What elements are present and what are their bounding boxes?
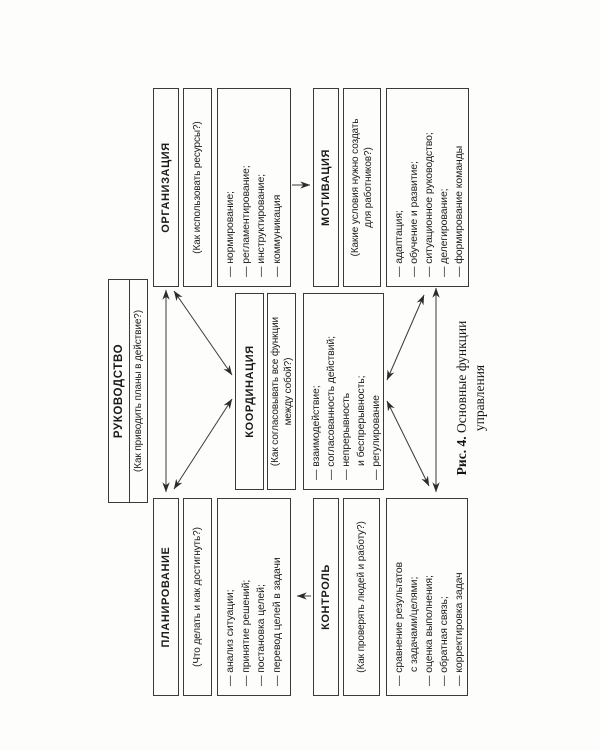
list-item: — адаптация; [393, 210, 405, 277]
arrow-motivation-coordination [386, 294, 425, 381]
list-item: — взаимодействие; [310, 385, 322, 480]
planning-question: (Что делать и как достигнуть?) [183, 498, 212, 696]
list-item: — регулирование [370, 395, 382, 480]
arrow-planning-coordination [173, 398, 233, 490]
list-item: — принятие решений; [239, 579, 252, 686]
list-item: — перевод целей в задачи [270, 557, 283, 686]
organization-items: — нормирование; — регламентирование; — и… [217, 88, 291, 287]
caption-text: Основные функции [454, 320, 469, 437]
list-item: — формирование команды [453, 145, 465, 277]
organization-question: (Как использовать ресурсы?) [183, 88, 212, 287]
list-item: — постановка целей; [255, 584, 267, 686]
coordination-title: КООРДИНАЦИЯ [235, 293, 264, 490]
list-item: — сравнение результатов с задачами/целям… [393, 561, 420, 686]
list-item: — непрерывность и беспрерывность; [340, 375, 367, 480]
list-item: — оценка выполнения; [423, 575, 435, 686]
list-item: — нормирование; [224, 191, 236, 277]
control-question: (Как проверять людей и работу?) [343, 498, 380, 696]
leadership-question: (Как приводить планы в действие?) [133, 310, 144, 472]
list-item: — корректировка задач [453, 572, 465, 686]
organization-title: ОРГАНИЗАЦИЯ [153, 88, 179, 287]
list-item: — согласованность действий; [325, 336, 337, 480]
control-items: — сравнение результатов с задачами/целям… [386, 498, 468, 696]
planning-items: — анализ ситуации; — принятие решений; —… [217, 498, 291, 696]
list-item: — коммуникация [270, 194, 283, 277]
control-title: КОНТРОЛЬ [313, 498, 339, 696]
list-item: — ситуационное руководство; [423, 132, 435, 277]
list-item: — обучение и развитие; [408, 161, 420, 277]
caption-line2: управления [471, 364, 487, 432]
arrow-control-coordination [386, 400, 430, 487]
coordination-question: (Как согласовывать все функции между соб… [267, 293, 296, 490]
motivation-items: — адаптация; — обучение и развитие; — си… [386, 88, 469, 287]
list-item: — делегирование; [438, 188, 450, 278]
coordination-items: — взаимодействие; — согласованность дейс… [303, 293, 384, 490]
planning-title: ПЛАНИРОВАНИЕ [153, 498, 179, 696]
caption-number: Рис. 4. [454, 436, 469, 476]
list-item: — регламентирование; [239, 165, 252, 277]
figure-caption: Рис. 4. Основные функции управления [453, 298, 488, 498]
list-item: — инструктирование; [255, 174, 267, 277]
caption-line1: Рис. 4. Основные функции [453, 298, 471, 498]
motivation-question: (Какие условия нужно создать для работни… [343, 88, 381, 287]
arrow-organization-coordination [173, 290, 233, 376]
leadership-title: РУКОВОДСТВО [109, 280, 130, 502]
motivation-title: МОТИВАЦИЯ [313, 88, 339, 287]
leadership-block: РУКОВОДСТВО (Как приводить планы в дейст… [108, 279, 148, 503]
list-item: — анализ ситуации; [224, 589, 236, 687]
list-item: — обратная связь; [438, 596, 450, 686]
